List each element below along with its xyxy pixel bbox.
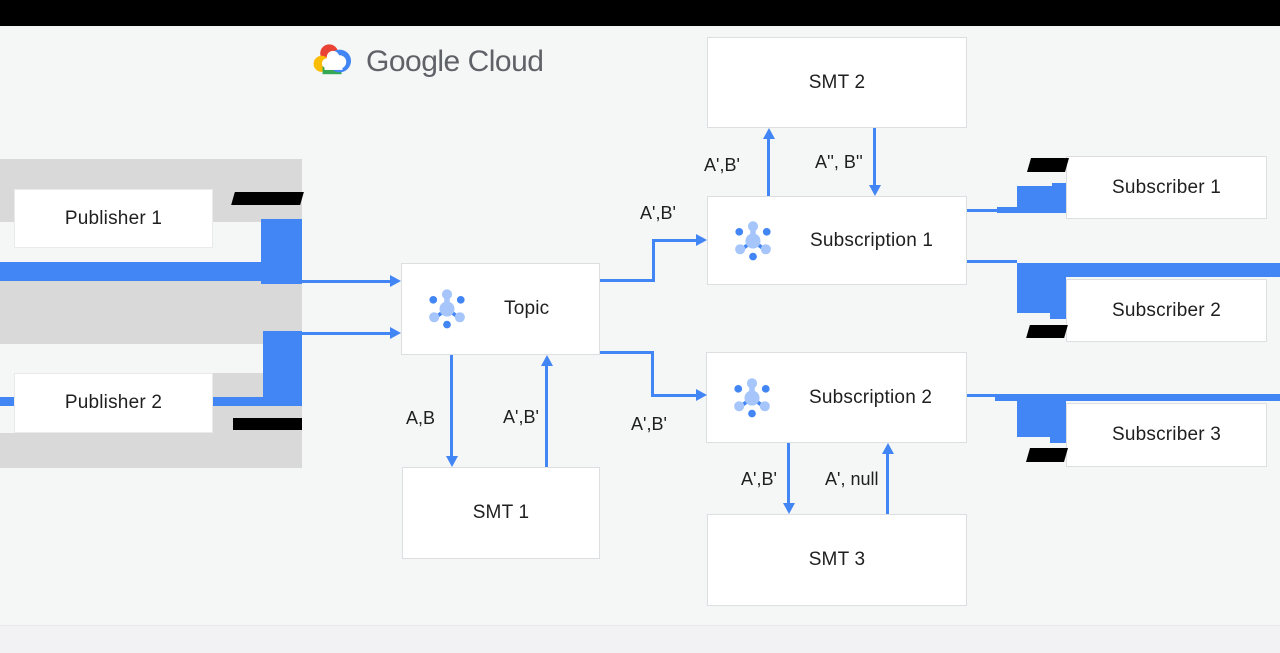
edge-publisher1-topic	[302, 280, 390, 283]
edge-label: A',B'	[503, 407, 539, 427]
node-subscriber-2: Subscriber 2	[1066, 279, 1267, 342]
edge-smt2-subscription1	[873, 128, 876, 185]
edge-topic-subscription2	[600, 351, 654, 354]
magnified-label-redaction	[1026, 325, 1068, 338]
node-label: Subscriber 2	[1111, 299, 1222, 321]
gray-band	[0, 281, 302, 344]
node-label: SMT 3	[808, 549, 866, 570]
magnified-label-redaction	[1026, 158, 1070, 172]
pubsub-subscription-icon	[734, 377, 770, 417]
arrowhead-up	[882, 443, 894, 454]
node-label: Subscriber 3	[1111, 424, 1222, 445]
edge-subscription1-subscriber1	[997, 207, 1017, 213]
arrowhead-up	[763, 128, 775, 139]
node-subscriber-3: Subscriber 3	[1066, 403, 1267, 467]
node-topic: Topic	[401, 263, 600, 355]
node-label: SMT 1	[472, 502, 530, 523]
pubsub-subscription-icon	[735, 220, 771, 260]
node-publisher-2: Publisher 2	[14, 373, 213, 433]
edge-topic-smt1	[450, 355, 453, 456]
magnified-label-redaction	[1025, 448, 1069, 462]
edge-subscription1-subscriber2	[967, 260, 1017, 263]
edge-smt3-subscription2	[886, 454, 889, 514]
edge-label: A,B	[406, 408, 436, 428]
magnified-arrowhead	[1052, 183, 1066, 187]
node-subscription-1: Subscription 1	[707, 196, 967, 285]
magnified-arrowhead	[1050, 313, 1066, 319]
edge-subscription2-smt3	[787, 443, 790, 503]
arrowhead-right	[390, 275, 401, 287]
arrowhead-down	[446, 456, 458, 467]
edge-subscription1-smt2	[767, 139, 770, 196]
edge-topic-subscription1	[652, 240, 655, 282]
arrowhead-down	[869, 185, 881, 196]
edge-publisher2-topic	[302, 332, 390, 335]
magnified-arrowhead	[1017, 394, 1066, 437]
node-smt-2: SMT 2	[707, 37, 967, 128]
node-smt-3: SMT 3	[707, 514, 967, 606]
edge-subscription2-subscriber3	[967, 394, 995, 397]
edge-topic-subscription2	[651, 351, 654, 396]
node-label: Topic	[504, 298, 550, 319]
arrowhead-right	[696, 234, 707, 246]
magnified-label-redaction	[231, 192, 304, 205]
magnified-arrow-shaft	[995, 394, 1280, 401]
edge-subscription1-subscriber1	[967, 209, 997, 212]
edge-label: A',B'	[640, 203, 676, 223]
magnified-arrowhead	[1050, 437, 1066, 443]
arrowhead-right	[390, 327, 401, 339]
top-redaction-bar	[0, 0, 1280, 26]
magnified-arrowhead	[1017, 263, 1066, 313]
edge-topic-subscription2	[651, 394, 696, 397]
pubsub-topic-icon	[429, 289, 465, 329]
arrowhead-up	[541, 355, 553, 366]
gray-band	[0, 433, 302, 468]
edge-label: A'', B''	[815, 152, 863, 172]
magnified-arrow-shaft	[1017, 263, 1280, 277]
edge-topic-subscription1	[652, 239, 696, 242]
magnified-arrow-shaft	[0, 262, 302, 281]
magnified-arrowhead	[261, 219, 302, 284]
edge-label: A',B'	[741, 469, 777, 489]
magnified-label-redaction	[233, 418, 302, 430]
node-smt-1: SMT 1	[402, 467, 600, 559]
edge-label: A',B'	[704, 155, 740, 175]
node-label: Subscription 1	[810, 229, 934, 251]
node-label: Subscription 2	[809, 386, 933, 408]
node-subscriber-1: Subscriber 1	[1066, 156, 1267, 219]
node-label: Publisher 2	[64, 392, 163, 413]
google-cloud-logo-text: Google Cloud	[366, 45, 544, 78]
arrowhead-right	[696, 389, 707, 401]
edge-label: A',B'	[631, 414, 667, 434]
magnified-arrowhead	[263, 331, 302, 403]
edge-topic-subscription1	[600, 279, 655, 282]
node-publisher-1: Publisher 1	[14, 189, 213, 248]
magnified-arrowhead	[1017, 186, 1066, 213]
bottom-strip	[0, 625, 1280, 653]
node-label: SMT 2	[808, 71, 866, 93]
node-label: Subscriber 1	[1111, 176, 1222, 198]
arrowhead-down	[783, 503, 795, 514]
google-cloud-logo-icon	[311, 42, 355, 78]
node-subscription-2: Subscription 2	[706, 352, 967, 443]
edge-smt1-topic	[545, 366, 548, 467]
edge-label: A', null	[825, 469, 879, 489]
node-label: Publisher 1	[64, 207, 163, 229]
